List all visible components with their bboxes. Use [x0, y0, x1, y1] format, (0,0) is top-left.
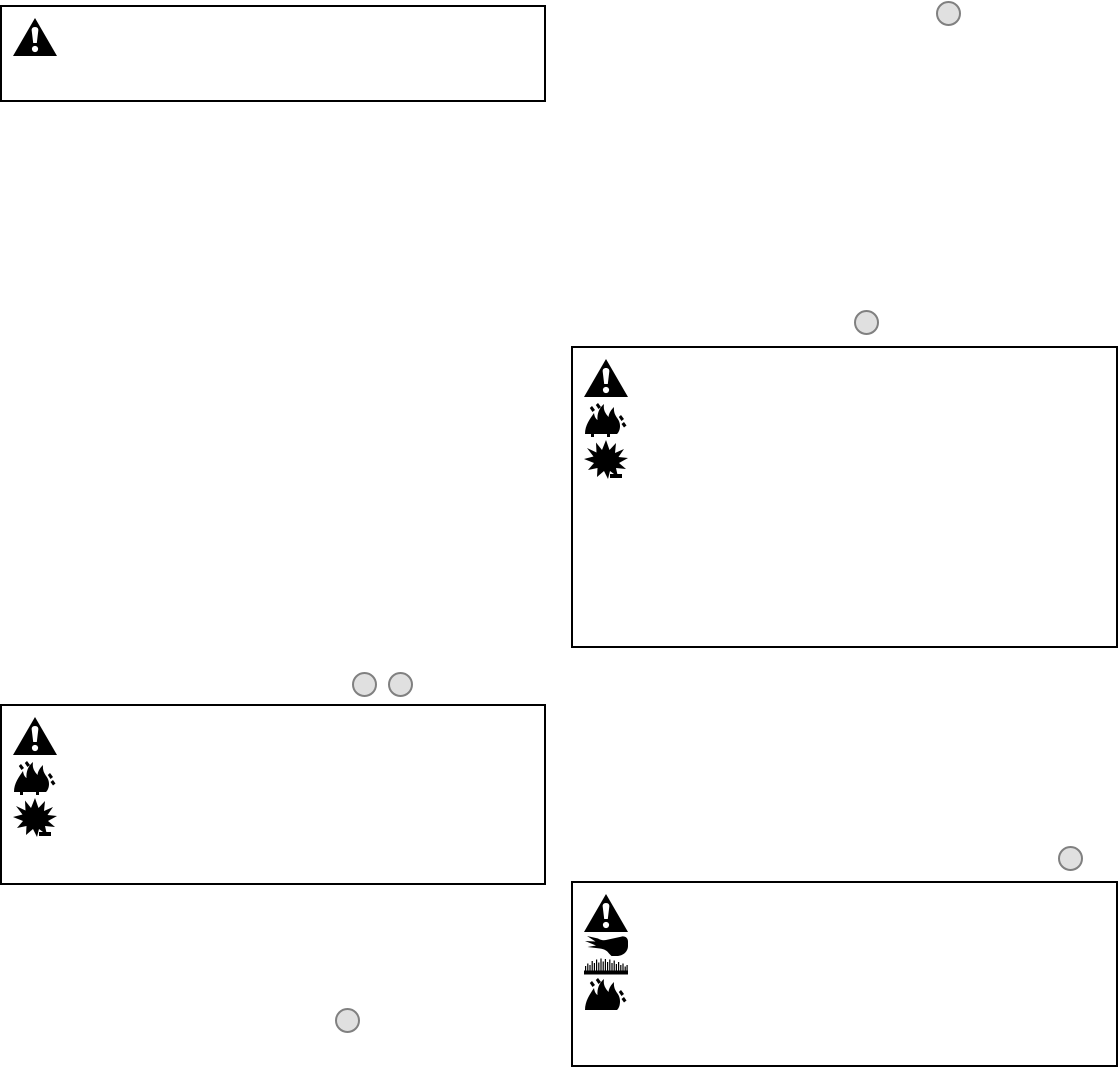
- callout-marker-6[interactable]: [1058, 846, 1083, 871]
- warning-box-2-body: [64, 716, 534, 875]
- callout-marker-4[interactable]: [388, 672, 413, 697]
- warning-box-3: [571, 346, 1118, 648]
- flame-icon: [583, 976, 629, 1012]
- warning-box-1-body: [64, 17, 534, 92]
- warning-triangle-icon: [12, 16, 58, 58]
- flame-icon: [12, 759, 58, 796]
- hand-burn-icon: [583, 935, 629, 956]
- warning-box-3-body: [635, 358, 1106, 638]
- warning-triangle-icon: [583, 357, 629, 399]
- explosion-icon: [583, 439, 629, 479]
- warning-box-3-icon-stack: [583, 357, 629, 479]
- left-column-text: [0, 115, 546, 660]
- callout-marker-1[interactable]: [936, 1, 961, 26]
- warning-box-2-icon-stack: [12, 715, 58, 837]
- warning-box-1-icon-stack: [12, 16, 58, 58]
- warning-box-4-body: [635, 893, 1106, 1057]
- hot-surface-icon: [583, 957, 629, 975]
- warning-triangle-icon: [583, 892, 629, 934]
- warning-box-1: [0, 5, 546, 102]
- explosion-icon: [12, 797, 58, 837]
- warning-triangle-icon: [12, 715, 58, 757]
- warning-box-4-icon-stack: [583, 892, 629, 1012]
- callout-marker-5[interactable]: [335, 1008, 360, 1033]
- callout-marker-2[interactable]: [854, 310, 879, 335]
- warning-box-2: [0, 704, 546, 885]
- warning-box-4: [571, 881, 1118, 1067]
- callout-marker-3[interactable]: [352, 672, 377, 697]
- right-column-text: [571, 10, 1118, 300]
- flame-icon: [583, 401, 629, 438]
